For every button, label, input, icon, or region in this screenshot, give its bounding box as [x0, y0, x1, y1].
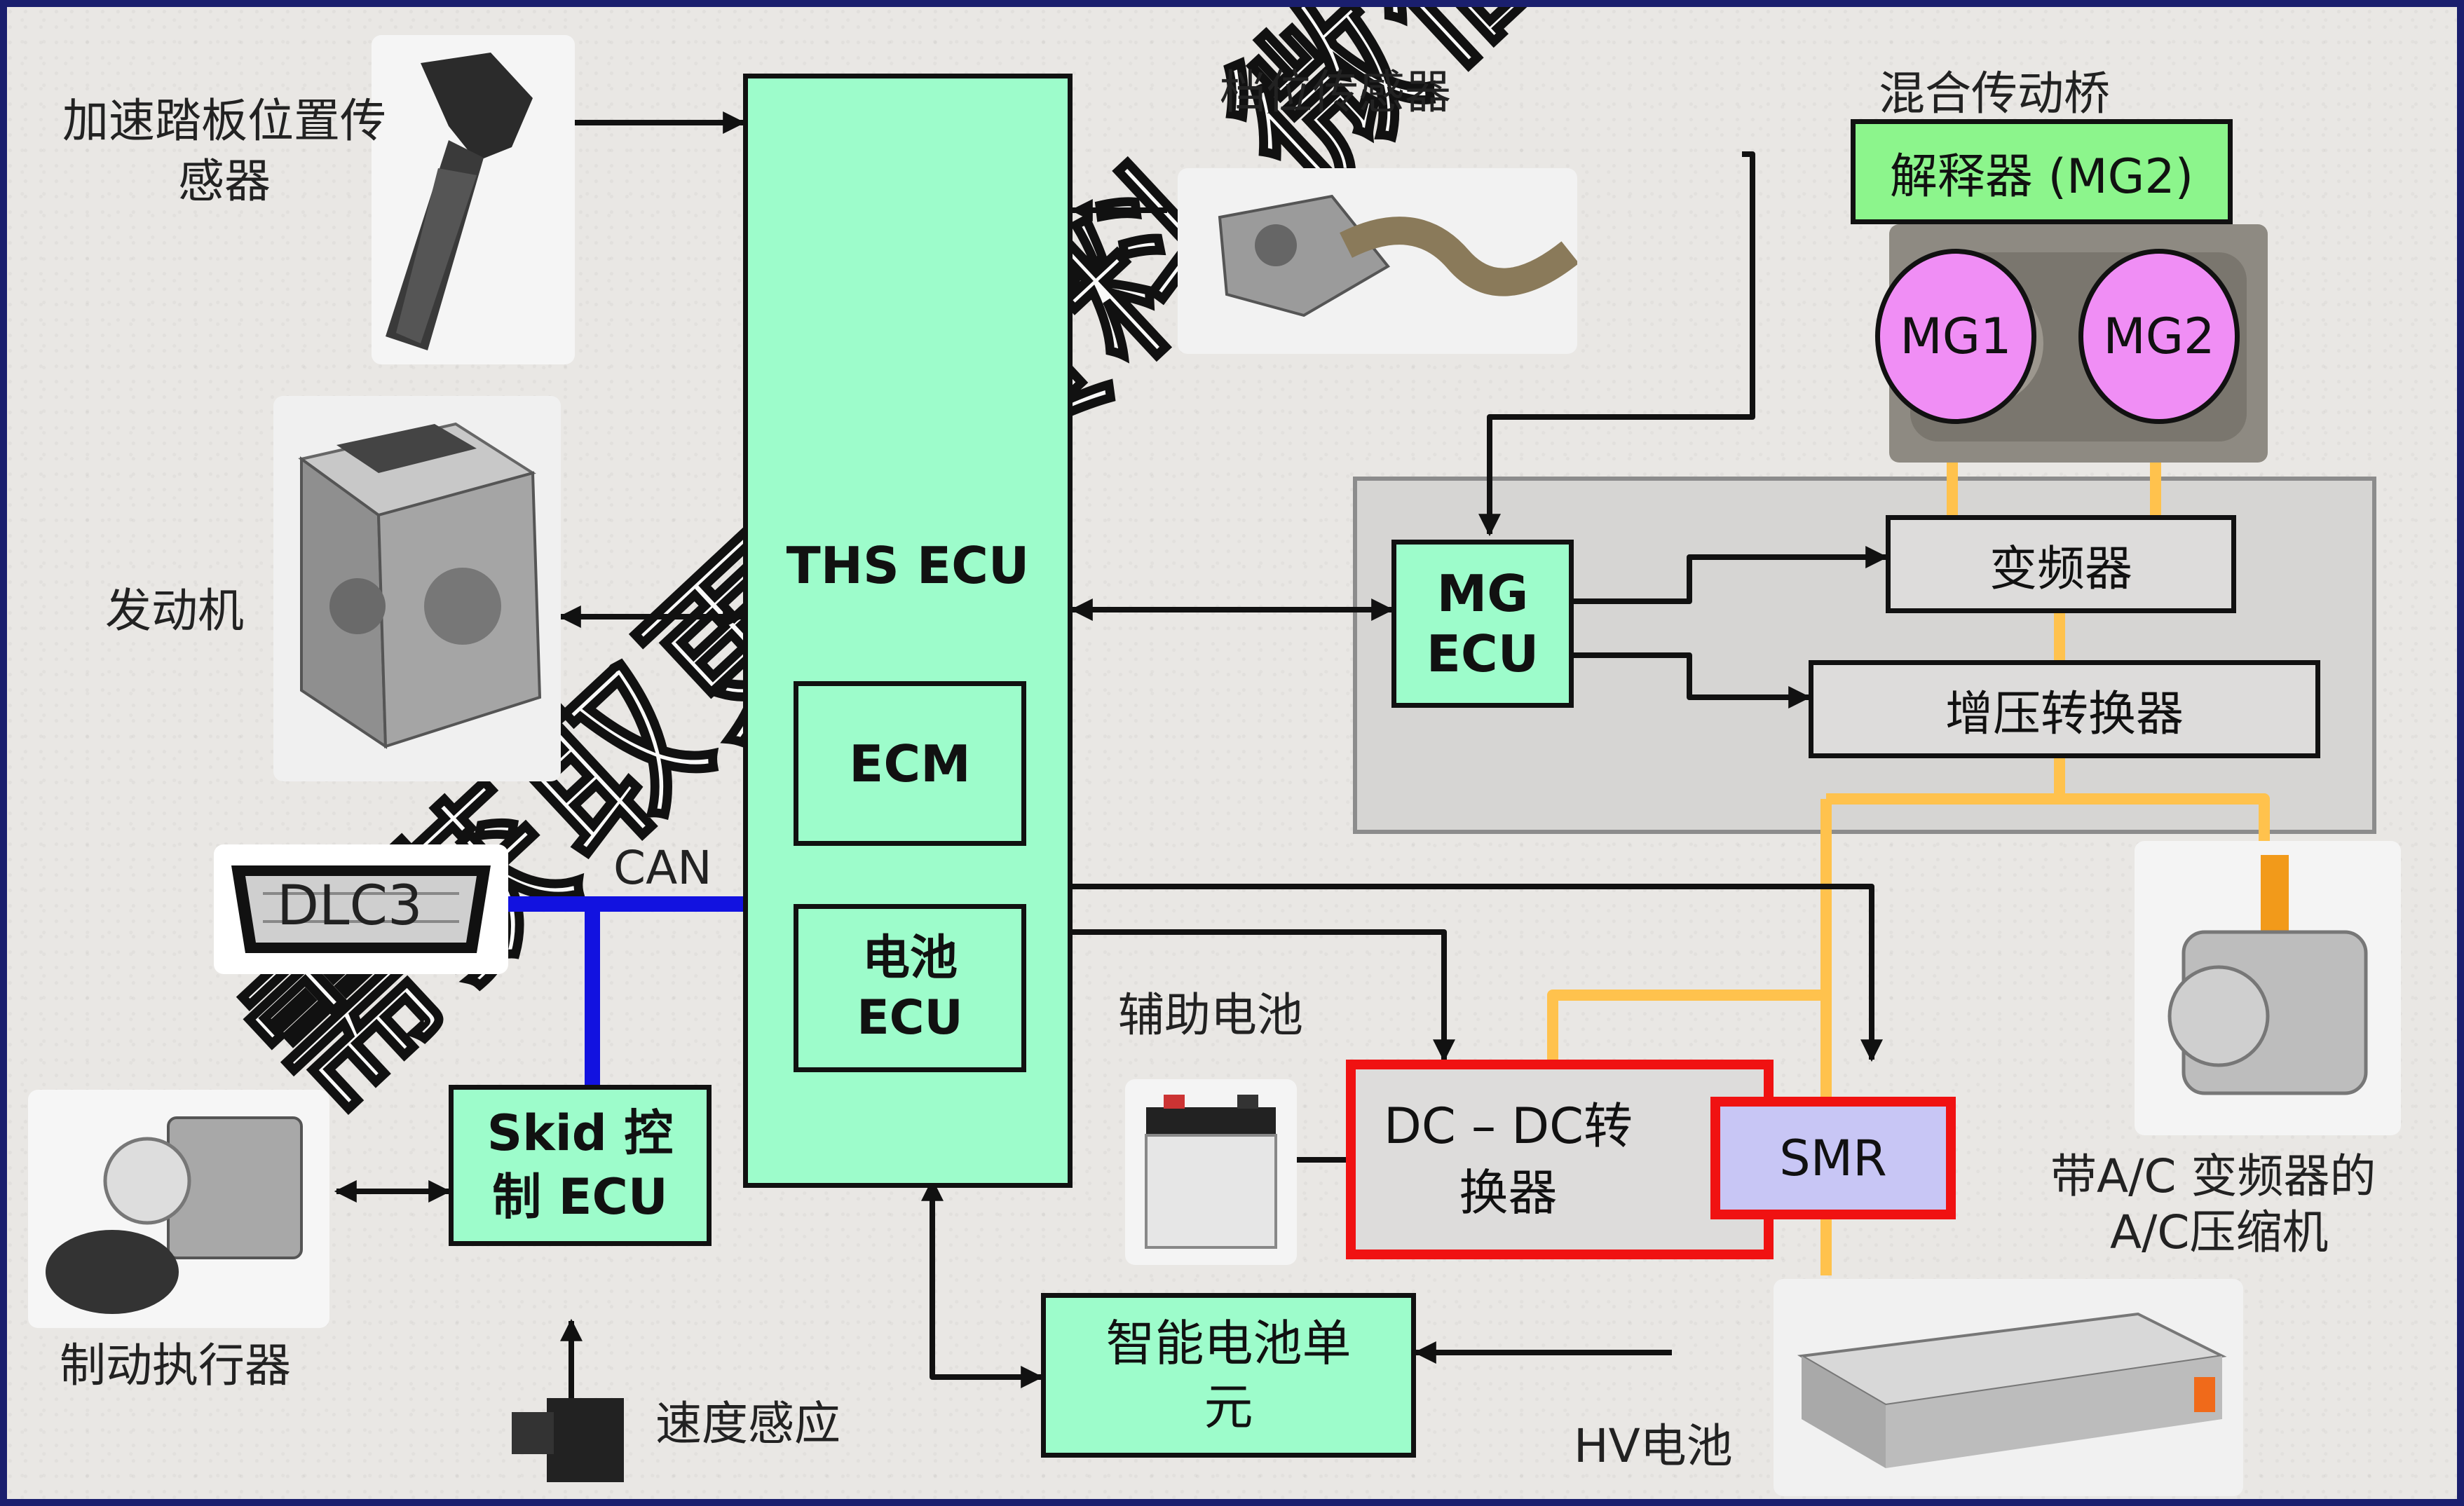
boost-converter-box: 增压转换器: [1809, 660, 2320, 758]
mg-ecu-box: MG ECU: [1391, 540, 1574, 708]
engine-label: 发动机: [105, 573, 244, 641]
mg2-circle: MG2: [2078, 249, 2240, 424]
ths-ecu-label: THS ECU: [743, 536, 1073, 595]
inverter-box: 变频器: [1886, 515, 2236, 613]
aux-battery-image: [1125, 1079, 1297, 1265]
speed-sensor-label: 速度感应: [655, 1386, 840, 1453]
brake-actuator-label: 制动执行器: [60, 1328, 291, 1395]
dcdc-converter-box: DC – DC转 换器: [1346, 1060, 1774, 1259]
smr-box: SMR: [1710, 1097, 1956, 1219]
diagram-canvas: 需获取更多资料 微信搜索蓝领: [7, 7, 2457, 1499]
hybrid-transaxle-label: 混合传动桥: [1879, 56, 2110, 123]
shift-sensor-label: 档位传感器: [1220, 55, 1451, 122]
accelerator-pedal-image: [372, 35, 575, 364]
aux-battery-label: 辅助电池: [1118, 978, 1303, 1045]
engine-image: [273, 396, 561, 781]
smart-battery-unit-box: 智能电池单 元: [1041, 1293, 1416, 1458]
ac-compressor-label-line2: A/C压缩机: [2110, 1195, 2328, 1262]
can-bus: [491, 904, 743, 1085]
hv-battery-label: HV电池: [1574, 1409, 1733, 1476]
ecm-box: ECM: [794, 681, 1026, 846]
can-label: CAN: [613, 841, 712, 895]
resolver-box: 解释器 (MG2): [1851, 119, 2233, 224]
dlc3-label: DLC3: [277, 875, 423, 938]
brake-actuator-image: [28, 1090, 329, 1328]
hv-battery-image: [1774, 1279, 2243, 1496]
battery-ecu-box: 电池 ECU: [794, 904, 1026, 1072]
accelerator-sensor-label: 加速踏板位置传感器: [60, 91, 389, 212]
speed-sensor-image: [498, 1356, 645, 1496]
skid-control-ecu-box: Skid 控 制 ECU: [449, 1085, 712, 1246]
mg1-circle: MG1: [1875, 249, 2036, 424]
ac-compressor-image: [2135, 841, 2401, 1135]
shift-sensor-image: [1178, 168, 1577, 354]
